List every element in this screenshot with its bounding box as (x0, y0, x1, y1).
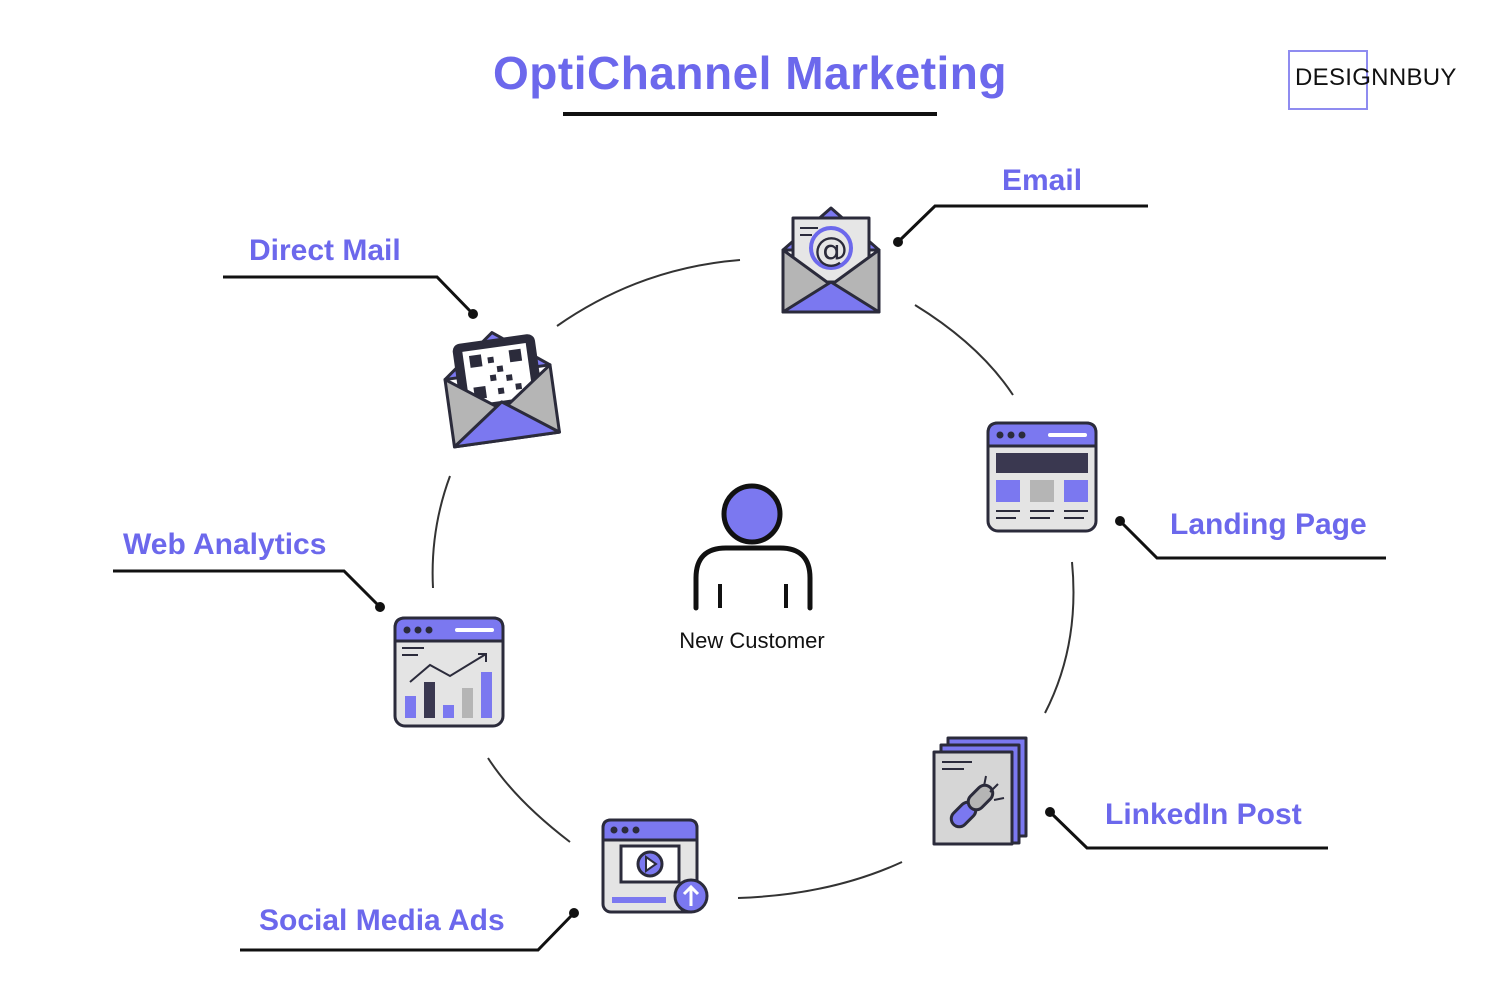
svg-text:@: @ (814, 230, 848, 270)
brand-logo-frame (1288, 50, 1368, 110)
channel-label-direct-mail: Direct Mail (249, 234, 401, 267)
channel-label-email: Email (1002, 164, 1083, 197)
arc-landing-linkedin (1044, 561, 1075, 714)
leader-email (896, 204, 1148, 244)
channel-label-landing-page: Landing Page (1170, 508, 1367, 541)
leader-direct-mail (223, 275, 475, 316)
video-upload-icon (601, 818, 709, 914)
arc-email-landing (914, 304, 1014, 396)
page-title: OptiChannel Marketing (493, 47, 1007, 99)
link-document-icon (932, 736, 1028, 846)
qr-envelope-icon (443, 331, 561, 449)
arc-analytics-directmail (431, 475, 451, 589)
leader-dots (375, 237, 1125, 918)
title-underline (563, 112, 937, 116)
brand-logo-text: DESIGNNBUY (1295, 64, 1457, 91)
label-leaders (113, 204, 1386, 952)
leader-social-media-ads (240, 911, 576, 952)
envelope-at-icon: @ (781, 206, 881, 314)
leader-web-analytics (113, 569, 382, 609)
leader-linkedin-post (1048, 810, 1328, 850)
arc-directmail-email (556, 259, 741, 327)
cycle-arcs (431, 259, 1075, 899)
leader-landing-page (1118, 519, 1386, 560)
webpage-icon (986, 421, 1098, 533)
channel-label-web-analytics: Web Analytics (123, 528, 327, 561)
analytics-chart-icon (393, 616, 505, 728)
arc-linkedin-social (737, 861, 903, 899)
arc-social-analytics (487, 757, 571, 843)
center-label: New Customer (679, 628, 825, 653)
channel-label-linkedin-post: LinkedIn Post (1105, 798, 1302, 831)
person-icon (693, 483, 813, 611)
channel-label-social-media-ads: Social Media Ads (259, 904, 505, 937)
